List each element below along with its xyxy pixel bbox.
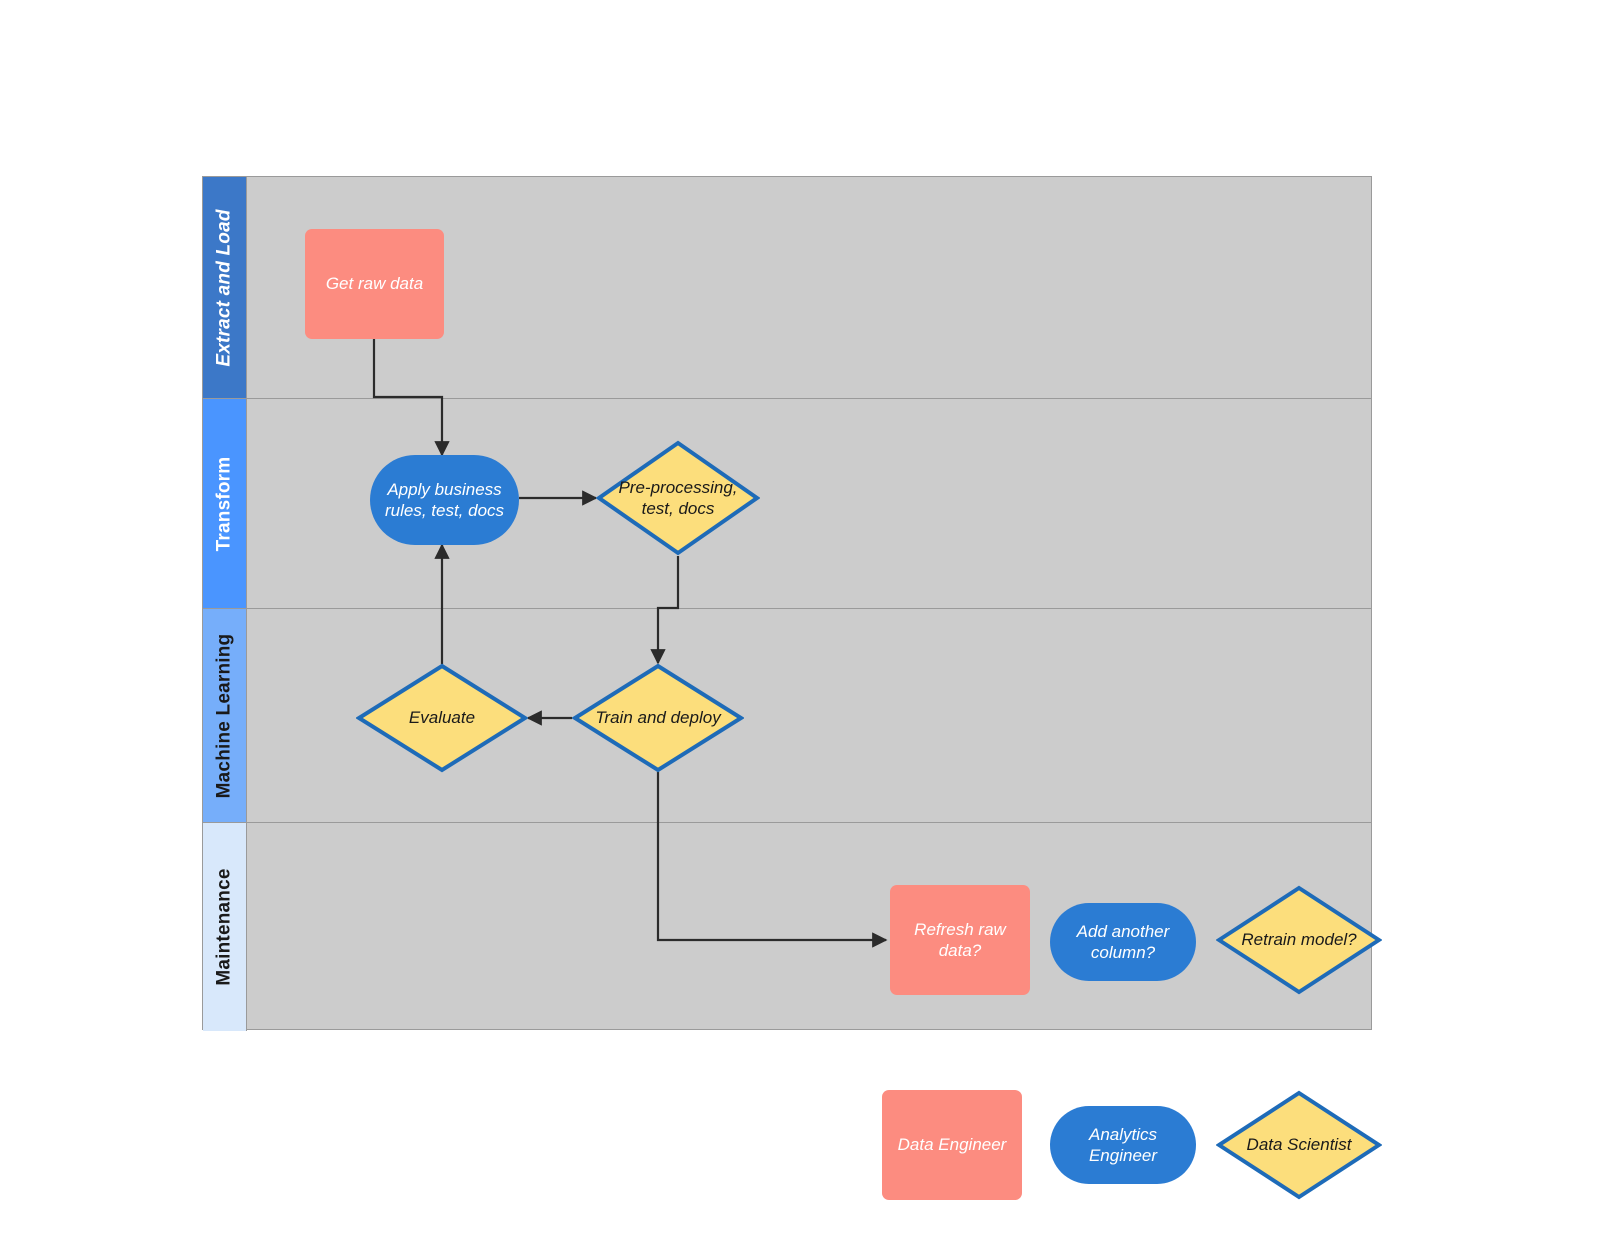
diamond-shape-icon bbox=[356, 663, 528, 773]
legend: Data Engineer Analytics Engineer Data Sc… bbox=[860, 1075, 1382, 1215]
diamond-shape-icon bbox=[572, 663, 744, 773]
node-label-pre-processing: Pre-processing, test, docs bbox=[618, 477, 738, 518]
lane-header-maintenance: Maintenance bbox=[203, 823, 247, 1031]
legend-label-data-engineer: Data Engineer bbox=[897, 1135, 1007, 1155]
lane-header-transform: Transform bbox=[203, 399, 247, 608]
diamond-shape-icon bbox=[1216, 885, 1382, 995]
legend-item-data-scientist[interactable]: Data Scientist bbox=[1216, 1090, 1382, 1200]
node-add-another-column[interactable]: Add another column? bbox=[1050, 903, 1196, 981]
node-label-apply-business-rules: Apply business rules, test, docs bbox=[384, 479, 505, 520]
legend-item-data-engineer[interactable]: Data Engineer bbox=[882, 1090, 1022, 1200]
lane-extract-and-load[interactable]: Extract and Load bbox=[203, 177, 1371, 399]
node-label-refresh-raw-data: Refresh raw data? bbox=[914, 919, 1006, 960]
node-label-get-raw-data: Get raw data bbox=[325, 274, 424, 294]
lane-maintenance[interactable]: Maintenance bbox=[203, 823, 1371, 1031]
node-label-evaluate: Evaluate bbox=[408, 708, 476, 728]
node-evaluate[interactable]: Evaluate bbox=[356, 663, 528, 773]
lane-label-transform: Transform bbox=[213, 456, 235, 551]
lane-label-extract-and-load: Extract and Load bbox=[213, 208, 235, 367]
lane-label-machine-learning: Machine Learning bbox=[213, 633, 235, 798]
node-train-and-deploy[interactable]: Train and deploy bbox=[572, 663, 744, 773]
node-label-train-and-deploy: Train and deploy bbox=[595, 708, 721, 728]
node-get-raw-data[interactable]: Get raw data bbox=[305, 229, 444, 339]
legend-item-analytics-engineer[interactable]: Analytics Engineer bbox=[1050, 1106, 1196, 1184]
node-pre-processing[interactable]: Pre-processing, test, docs bbox=[596, 440, 760, 556]
node-refresh-raw-data[interactable]: Refresh raw data? bbox=[890, 885, 1030, 995]
lane-label-maintenance: Maintenance bbox=[213, 868, 235, 986]
node-apply-business-rules[interactable]: Apply business rules, test, docs bbox=[370, 455, 519, 545]
diamond-shape-icon bbox=[1216, 1090, 1382, 1200]
node-retrain-model[interactable]: Retrain model? bbox=[1216, 885, 1382, 995]
lane-transform[interactable]: Transform bbox=[203, 399, 1371, 609]
legend-label-analytics-engineer: Analytics Engineer bbox=[1088, 1124, 1158, 1165]
legend-label-data-scientist: Data Scientist bbox=[1246, 1135, 1352, 1155]
lane-header-machine-learning: Machine Learning bbox=[203, 609, 247, 822]
lane-header-extract-and-load: Extract and Load bbox=[203, 177, 247, 398]
node-label-add-another-column: Add another column? bbox=[1076, 921, 1170, 962]
node-label-retrain-model: Retrain model? bbox=[1241, 930, 1357, 950]
diamond-shape-icon bbox=[596, 440, 760, 556]
